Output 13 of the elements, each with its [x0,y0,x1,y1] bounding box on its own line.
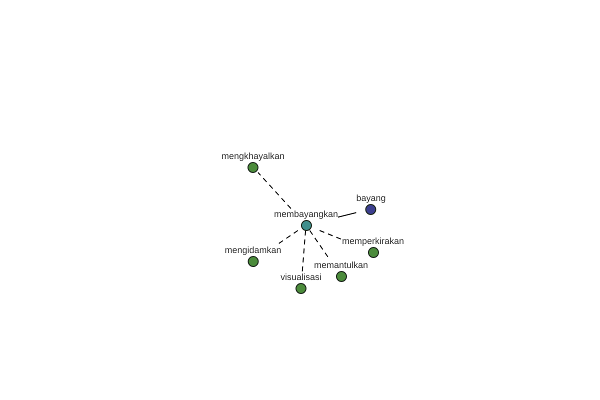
connector-line [258,172,292,209]
connector-line [309,230,330,260]
connector-line [276,230,298,245]
connector-line [319,230,342,240]
node-label: bayang [356,192,386,204]
node-label: mengidamkan [224,244,282,256]
node-label: mengkhayalkan [221,150,285,162]
node-label: memperkirakan [342,236,404,246]
connector-line [302,230,306,272]
connector-line [338,212,357,218]
node-label: visualisasi [280,272,322,282]
node-label: membayangkan [274,208,338,220]
node-label: memantulkan [314,260,368,270]
